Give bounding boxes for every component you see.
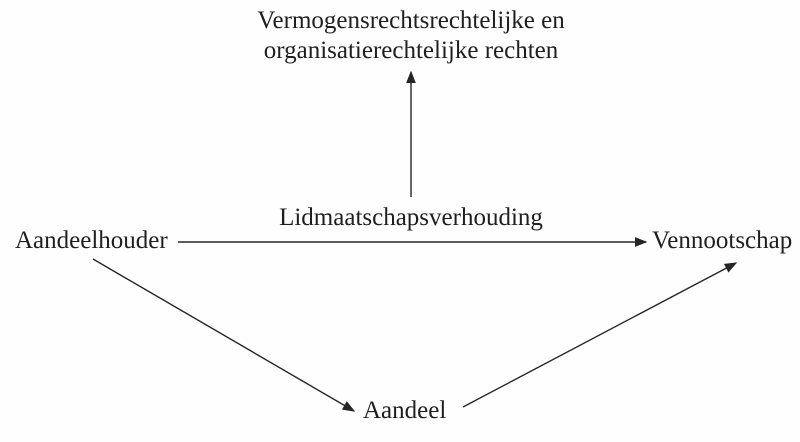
node-vennootschap: Vennootschap [652,227,793,254]
node-aandeel: Aandeel [363,397,447,424]
arrow-aandeelhouder-to-aandeel [92,258,356,412]
node-rights: Vermogensrechtsrechtelijke en organisati… [257,6,565,66]
node-rights-line2: organisatierechtelijke rechten [263,37,559,64]
arrow-aandeel-to-vennootschap [462,262,738,408]
node-aandeelhouder: Aandeelhouder [15,227,168,254]
node-lidmaatschapsverhouding: Lidmaatschapsverhouding [279,204,543,231]
node-rights-line1: Vermogensrechtsrechtelijke en [257,7,565,34]
